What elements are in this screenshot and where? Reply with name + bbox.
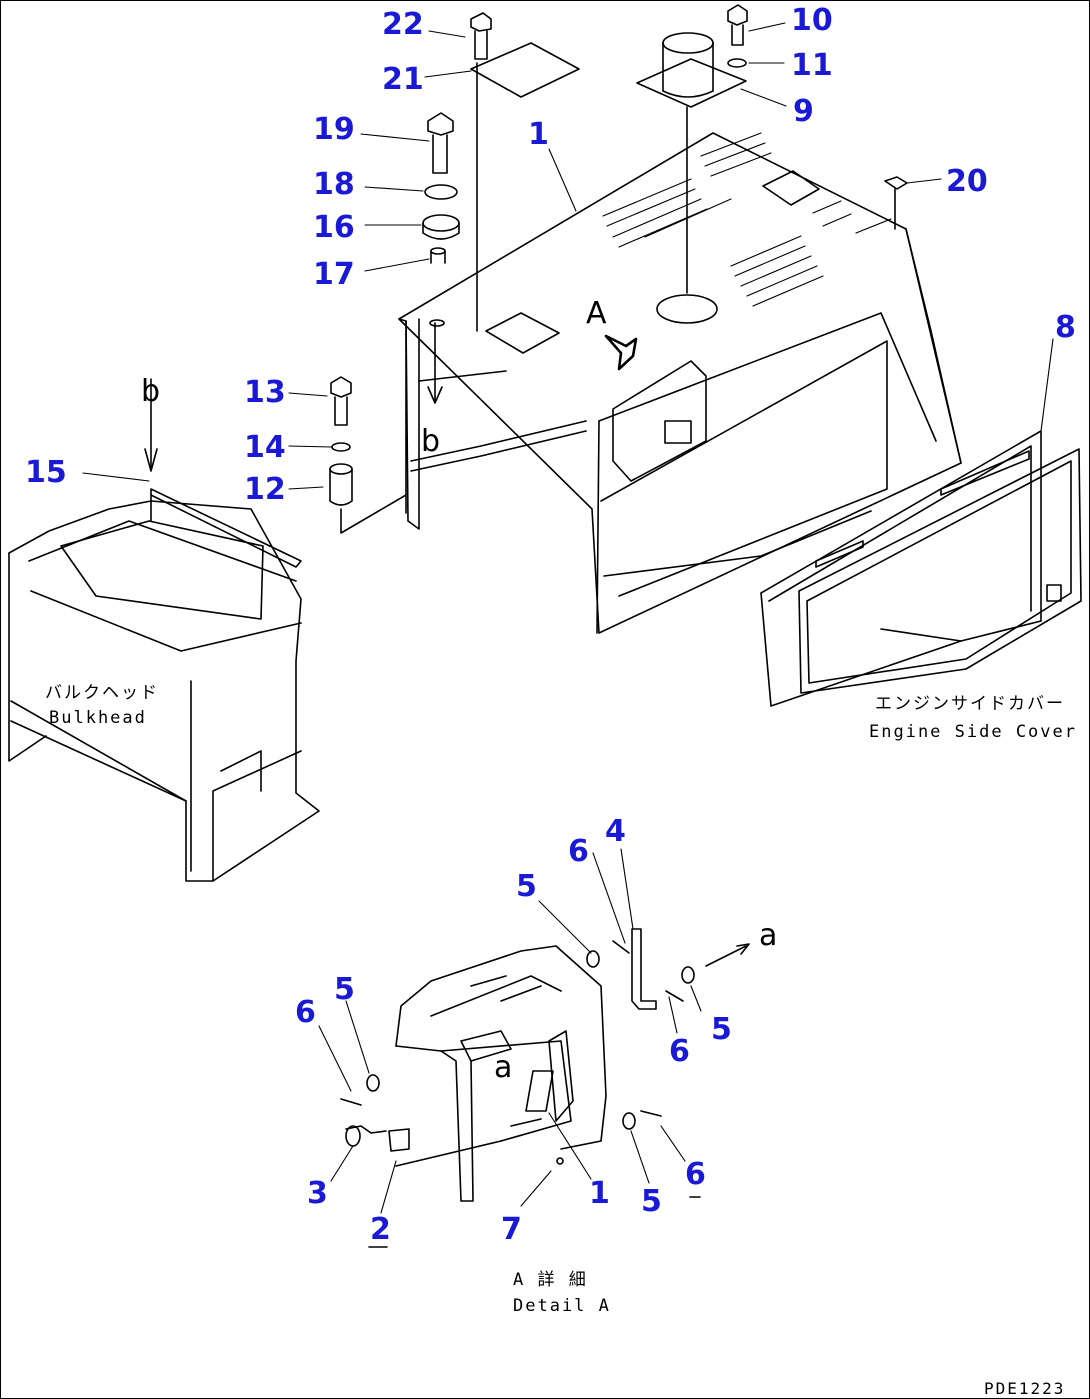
- hood-fasteners: [329, 4, 908, 534]
- callout-5: 5: [516, 869, 537, 904]
- callout-20: 20: [946, 164, 988, 199]
- callout-1: 1: [528, 117, 549, 152]
- side-cover-label-en: Engine Side Cover: [869, 722, 1077, 742]
- callout-6: 6: [295, 995, 316, 1030]
- leader-lines: [82, 22, 1054, 1214]
- callout-19: 19: [313, 112, 355, 147]
- callout-21: 21: [382, 62, 424, 97]
- callout-11: 11: [791, 48, 833, 83]
- view-marker-b-hood: b: [421, 424, 440, 459]
- callouts: 22 21 19 18 16 17 1 10 11 9 20 8 13 14 1…: [25, 3, 1076, 1248]
- detail-a-label-en: Detail A: [513, 1296, 611, 1316]
- callout-2: 2: [370, 1212, 391, 1247]
- callout-1: 1: [589, 1176, 610, 1211]
- callout-22: 22: [382, 7, 424, 42]
- callout-15: 15: [25, 455, 67, 490]
- callout-14: 14: [244, 430, 286, 465]
- engine-side-cover: [760, 430, 1082, 707]
- view-arrow: [604, 334, 638, 371]
- callout-12: 12: [244, 472, 286, 507]
- bulkhead-label-en: Bulkhead: [49, 708, 147, 728]
- callout-17: 17: [313, 257, 355, 292]
- drawing-code: PDE1223: [984, 1379, 1065, 1398]
- stack-cover-plate: [636, 32, 747, 294]
- captions: バルクヘッド Bulkhead エンジンサイドカバー Engine Side C…: [45, 683, 1077, 1398]
- view-markers: A b b a a: [141, 296, 777, 1085]
- bulkhead-label-jp: バルクヘッド: [45, 683, 159, 703]
- view-marker-b-bulkhead: b: [141, 374, 160, 409]
- callout-16: 16: [313, 210, 355, 245]
- view-marker-a-arrow: a: [759, 918, 777, 953]
- callout-6: 6: [568, 834, 589, 869]
- callout-7: 7: [501, 1212, 522, 1247]
- detail-a-latch: [340, 928, 750, 1202]
- callout-9: 9: [793, 94, 814, 129]
- engine-hood: [398, 132, 962, 634]
- callout-5: 5: [711, 1012, 732, 1047]
- callout-6: 6: [685, 1157, 706, 1192]
- view-marker-a-detail: a: [494, 1050, 512, 1085]
- callout-3: 3: [307, 1176, 328, 1211]
- callout-13: 13: [244, 375, 286, 410]
- callout-4: 4: [605, 814, 626, 849]
- detail-a-label-jp: A 詳 細: [513, 1270, 588, 1290]
- side-cover-label-jp: エンジンサイドカバー: [875, 694, 1065, 714]
- callout-18: 18: [313, 167, 355, 202]
- access-cover-plate: [470, 42, 580, 332]
- callout-10: 10: [791, 3, 833, 38]
- view-marker-a-main: A: [586, 296, 607, 331]
- callout-6: 6: [669, 1034, 690, 1069]
- callout-5: 5: [641, 1184, 662, 1219]
- bulkhead: [8, 378, 320, 882]
- callout-5: 5: [334, 972, 355, 1007]
- callout-8: 8: [1055, 310, 1076, 345]
